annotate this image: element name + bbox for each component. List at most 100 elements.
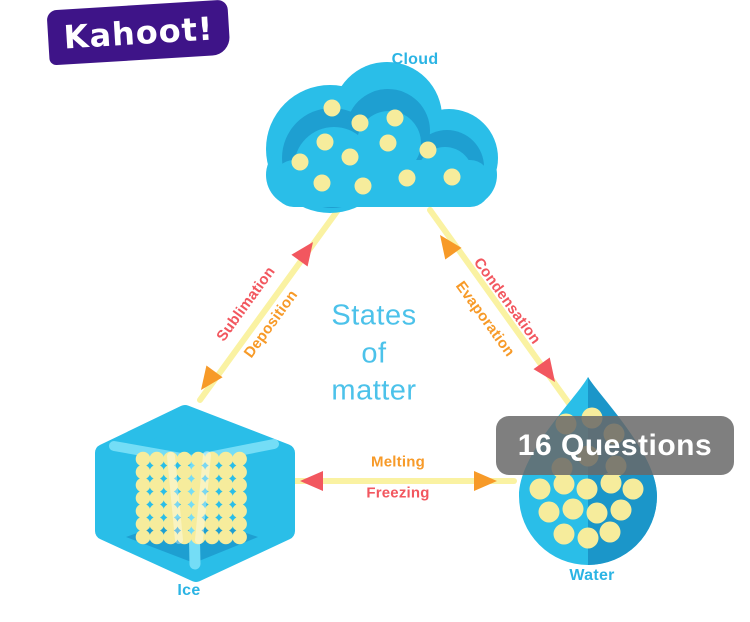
particle-dot <box>218 503 234 519</box>
particle-dot <box>291 153 309 171</box>
particle-dot <box>204 451 220 467</box>
particle-dot <box>190 464 206 480</box>
particle-dot <box>576 478 598 500</box>
particle-dot <box>218 464 234 480</box>
particle-dot <box>163 451 178 467</box>
particle-dot <box>443 168 461 186</box>
ice-cube-illustration <box>95 405 295 582</box>
particle-dot <box>232 490 247 506</box>
particle-dot <box>204 503 220 519</box>
question-count-text: 16 Questions <box>517 428 713 462</box>
particle-dot <box>354 177 372 195</box>
particle-dot <box>553 473 575 495</box>
particle-dot <box>538 501 560 523</box>
particle-dot <box>149 477 165 493</box>
sublimation-deposition-line <box>197 207 341 403</box>
sublimation-arrowhead <box>291 242 313 267</box>
particle-dot <box>577 527 599 549</box>
particle-dot <box>204 490 220 506</box>
particle-dot <box>218 529 234 545</box>
particle-dot <box>232 464 247 480</box>
particle-dot <box>190 490 206 506</box>
particle-dot <box>177 503 192 519</box>
particle-dot <box>204 516 220 532</box>
particle-dot <box>204 477 220 493</box>
particle-dot <box>610 499 632 521</box>
particle-dot <box>177 451 192 467</box>
particle-dot <box>218 477 234 493</box>
particle-dot <box>600 472 622 494</box>
ice-label: Ice <box>177 582 201 599</box>
particle-dot <box>232 516 247 532</box>
particle-dot <box>163 477 178 493</box>
particle-dot <box>529 478 551 500</box>
deposition-arrowhead <box>201 365 223 390</box>
particle-dot <box>218 516 234 532</box>
particle-dot <box>149 503 165 519</box>
water-label: Water <box>569 567 615 584</box>
particle-dot <box>135 529 151 545</box>
particle-dot <box>379 134 397 152</box>
particle-dot <box>232 451 247 467</box>
particle-dot <box>419 141 437 159</box>
particle-dot <box>190 503 206 519</box>
particle-dot <box>351 114 369 132</box>
particle-dot <box>204 464 220 480</box>
particle-dot <box>135 490 151 506</box>
particle-dot <box>190 529 206 545</box>
particle-dot <box>135 451 151 467</box>
particle-dot <box>398 169 416 187</box>
particle-dot <box>323 99 341 117</box>
particle-dot <box>553 523 575 545</box>
particle-dot <box>177 477 192 493</box>
particle-dot <box>232 503 247 519</box>
question-count-badge: 16 Questions <box>496 416 734 475</box>
particle-dot <box>190 516 206 532</box>
particle-dot <box>232 529 247 545</box>
particle-dot <box>586 502 608 524</box>
particle-dot <box>562 498 584 520</box>
particle-dot <box>177 529 192 545</box>
freezing-arrowhead <box>300 471 323 491</box>
cloud-label: Cloud <box>391 51 439 68</box>
particle-dot <box>163 516 178 532</box>
particle-dot <box>341 148 359 166</box>
melting-label: Melting <box>371 453 425 471</box>
arrowheads <box>201 235 555 491</box>
particle-dot <box>163 529 178 545</box>
evaporation-arrowhead <box>440 235 462 260</box>
condensation-arrowhead <box>533 357 555 382</box>
particle-dot <box>177 516 192 532</box>
particle-dot <box>135 503 151 519</box>
particle-dot <box>190 451 206 467</box>
condensation-evaporation-line <box>427 207 581 419</box>
particle-dot <box>163 464 178 480</box>
diagram-title: States of matter <box>331 299 417 407</box>
particle-dot <box>135 464 151 480</box>
particle-dot <box>190 477 206 493</box>
particle-dot <box>316 133 334 151</box>
kahoot-logo-text: Kahoot! <box>62 8 215 57</box>
particle-dot <box>232 477 247 493</box>
particle-dot <box>149 516 165 532</box>
particle-dot <box>149 529 165 545</box>
particle-dot <box>218 451 234 467</box>
particle-dot <box>313 174 331 192</box>
gas-particles <box>291 99 461 195</box>
particle-dot <box>163 490 178 506</box>
solid-particles <box>135 451 247 545</box>
particle-dot <box>177 490 192 506</box>
particle-dot <box>149 490 165 506</box>
kahoot-logo: Kahoot! <box>46 0 231 66</box>
particle-dot <box>622 478 644 500</box>
particle-dot <box>386 109 404 127</box>
particle-dot <box>177 464 192 480</box>
particle-dot <box>135 477 151 493</box>
particle-dot <box>149 451 165 467</box>
particle-dot <box>599 521 621 543</box>
particle-dot <box>163 503 178 519</box>
cloud-illustration <box>266 62 498 213</box>
freezing-label: Freezing <box>366 484 430 502</box>
melting-arrowhead <box>474 471 497 491</box>
